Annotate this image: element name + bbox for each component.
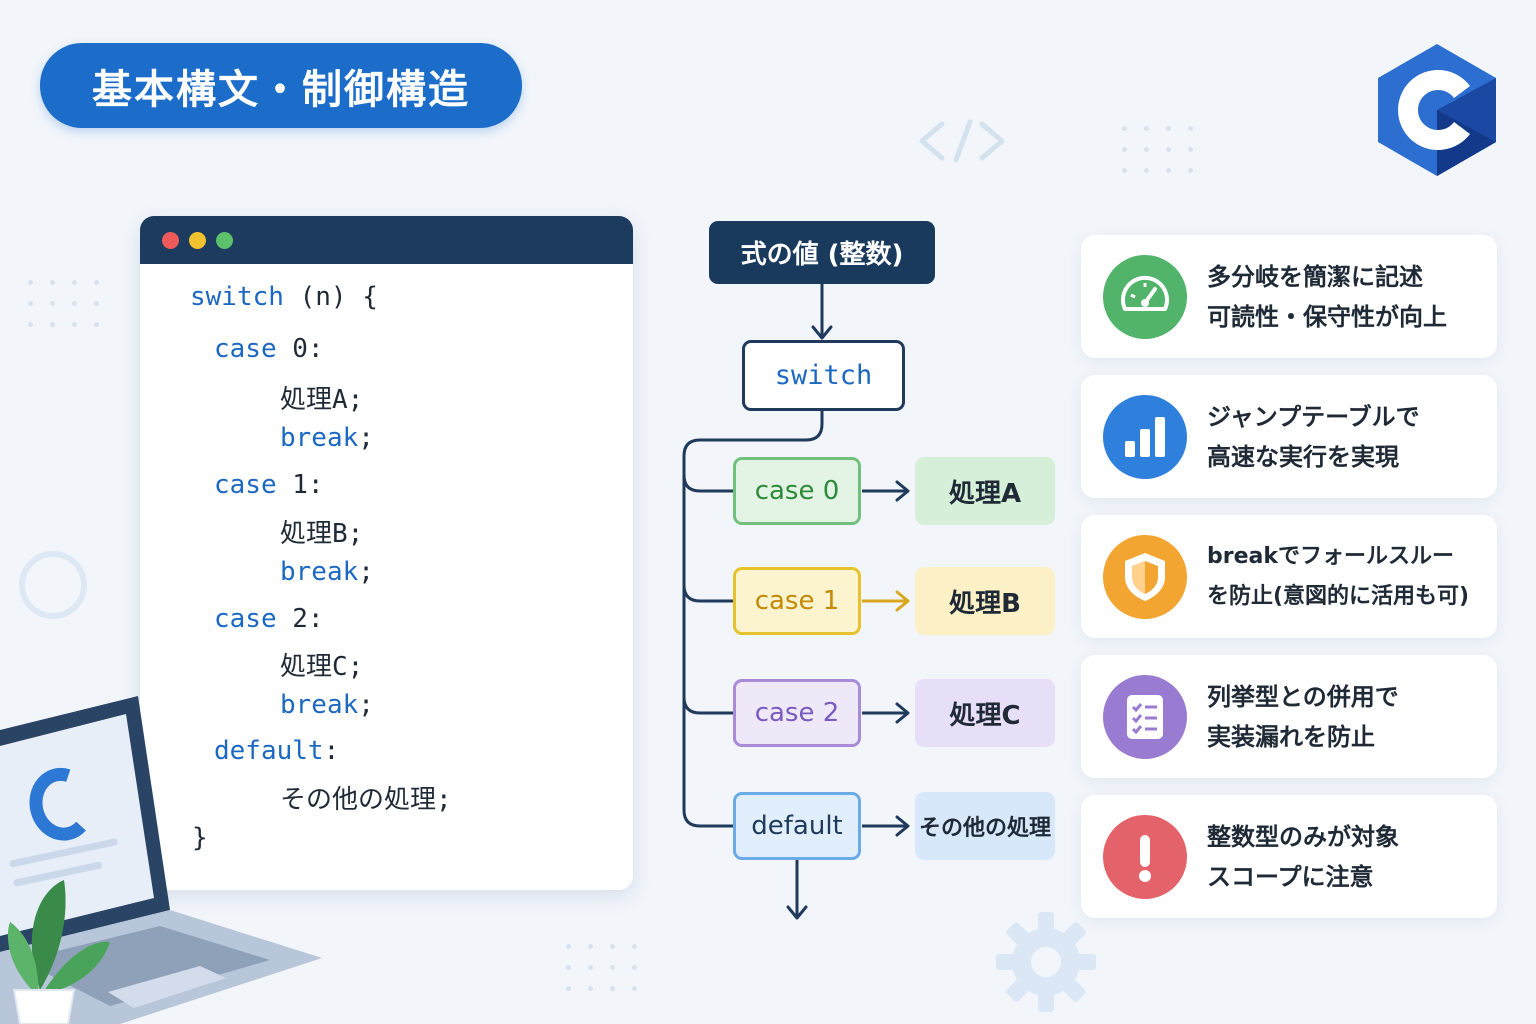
feature-line-1: breakでフォールスルー <box>1207 544 1454 569</box>
feature-line-2: スコープに注意 <box>1207 863 1374 891</box>
feature-card: ジャンプテーブルで高速な実行を実現 <box>1081 375 1497 498</box>
code-text: その他の処理; <box>280 785 452 815</box>
arrow-head <box>811 325 833 340</box>
trunk-line <box>682 411 824 828</box>
code-text: 1: <box>276 470 324 500</box>
feature-line-1: 列挙型との併用で <box>1207 683 1399 711</box>
checklist-icon <box>1103 675 1187 759</box>
branch-line <box>682 696 733 715</box>
branch-line <box>682 584 733 603</box>
feature-text: 列挙型との併用で実装漏れを防止 <box>1207 677 1399 757</box>
feature-line-1: 整数型のみが対象 <box>1207 823 1399 851</box>
maximize-dot <box>216 231 233 249</box>
code-text: 0: <box>276 334 324 364</box>
code-line: } <box>192 823 208 853</box>
bar-chart-icon <box>1103 395 1187 479</box>
code-line: 処理B; <box>280 513 363 550</box>
code-text: ; <box>358 423 374 453</box>
feature-text: 整数型のみが対象スコープに注意 <box>1207 817 1399 897</box>
code-text: } <box>192 823 208 853</box>
page-title: 基本構文・制御構造 <box>40 43 522 128</box>
code-keyword: switch <box>190 282 284 312</box>
expression-node: 式の値 (整数) <box>709 221 935 284</box>
code-keyword: break <box>280 423 359 453</box>
code-text: : <box>323 736 340 766</box>
feature-line-2: を防止(意図的に活用も可) <box>1207 584 1470 609</box>
code-keyword: default <box>214 736 324 766</box>
arrow-head <box>895 815 910 837</box>
code-brackets-icon <box>919 119 1005 163</box>
code-text: (n) { <box>283 282 378 312</box>
code-line: break; <box>280 690 374 720</box>
feature-line-2: 高速な実行を実現 <box>1207 443 1399 471</box>
feature-line-2: 実装漏れを防止 <box>1207 723 1375 751</box>
feature-text: ジャンプテーブルで高速な実行を実現 <box>1207 397 1420 477</box>
gear-icon <box>996 912 1096 1012</box>
code-line: default: <box>214 736 339 766</box>
case-node: default <box>733 792 861 860</box>
laptop-illustration <box>0 696 322 1024</box>
code-line: break; <box>280 423 374 453</box>
feature-line-2: 可読性・保守性が向上 <box>1207 303 1447 331</box>
decorative-ring <box>19 551 87 619</box>
code-text: ; <box>358 690 374 720</box>
code-line: case 2: <box>214 604 324 634</box>
code-keyword: case <box>214 604 277 634</box>
result-node: 処理A <box>915 457 1055 525</box>
feature-text: 多分岐を簡潔に記述可読性・保守性が向上 <box>1207 257 1447 337</box>
code-line: 処理A; <box>280 379 363 416</box>
switch-node: switch <box>742 340 905 411</box>
case-node: case 1 <box>733 567 861 635</box>
code-keyword: break <box>280 690 359 720</box>
feature-card: 整数型のみが対象スコープに注意 <box>1081 795 1497 918</box>
code-line: break; <box>280 557 374 587</box>
branch-line <box>682 474 733 493</box>
result-node: その他の処理 <box>915 792 1055 860</box>
feature-card: breakでフォールスルーを防止(意図的に活用も可) <box>1081 515 1497 638</box>
arrow-head <box>895 480 910 502</box>
code-keyword: case <box>214 334 277 364</box>
result-node: 処理C <box>915 679 1055 747</box>
decorative-dots <box>566 944 637 991</box>
code-line: case 1: <box>214 470 324 500</box>
arrow-head <box>895 702 910 724</box>
arrow-head <box>786 905 808 920</box>
feature-line-1: 多分岐を簡潔に記述 <box>1207 263 1423 291</box>
code-line: case 0: <box>214 334 324 364</box>
c-language-logo <box>1378 44 1496 176</box>
case-node: case 2 <box>733 679 861 747</box>
decorative-dots <box>1122 126 1193 173</box>
code-line: その他の処理; <box>280 779 452 816</box>
code-text: 処理B; <box>280 519 364 549</box>
decorative-dots <box>28 280 99 327</box>
speedometer-icon <box>1103 255 1187 339</box>
code-editor-window: switch (n) {case 0:処理A;break;case 1:処理B;… <box>140 216 633 890</box>
feature-card: 多分岐を簡潔に記述可読性・保守性が向上 <box>1081 235 1497 358</box>
code-text: ; <box>358 557 374 587</box>
code-text: 2: <box>276 604 324 634</box>
feature-card: 列挙型との併用で実装漏れを防止 <box>1081 655 1497 778</box>
window-titlebar <box>140 216 633 264</box>
feature-text: breakでフォールスルーを防止(意図的に活用も可) <box>1207 537 1469 617</box>
result-node: 処理B <box>915 567 1055 635</box>
exclamation-icon <box>1103 815 1187 899</box>
feature-line-1: ジャンプテーブルで <box>1207 403 1420 431</box>
case-node: case 0 <box>733 457 861 525</box>
arrow-head <box>895 590 910 612</box>
code-line: switch (n) { <box>190 282 378 312</box>
minimize-dot <box>189 231 206 249</box>
close-dot <box>162 231 179 249</box>
code-keyword: break <box>280 557 359 587</box>
code-text: 処理A; <box>280 385 364 415</box>
code-line: 処理C; <box>280 646 363 683</box>
code-text: 処理C; <box>280 652 364 682</box>
shield-icon <box>1103 535 1187 619</box>
code-keyword: case <box>214 470 277 500</box>
